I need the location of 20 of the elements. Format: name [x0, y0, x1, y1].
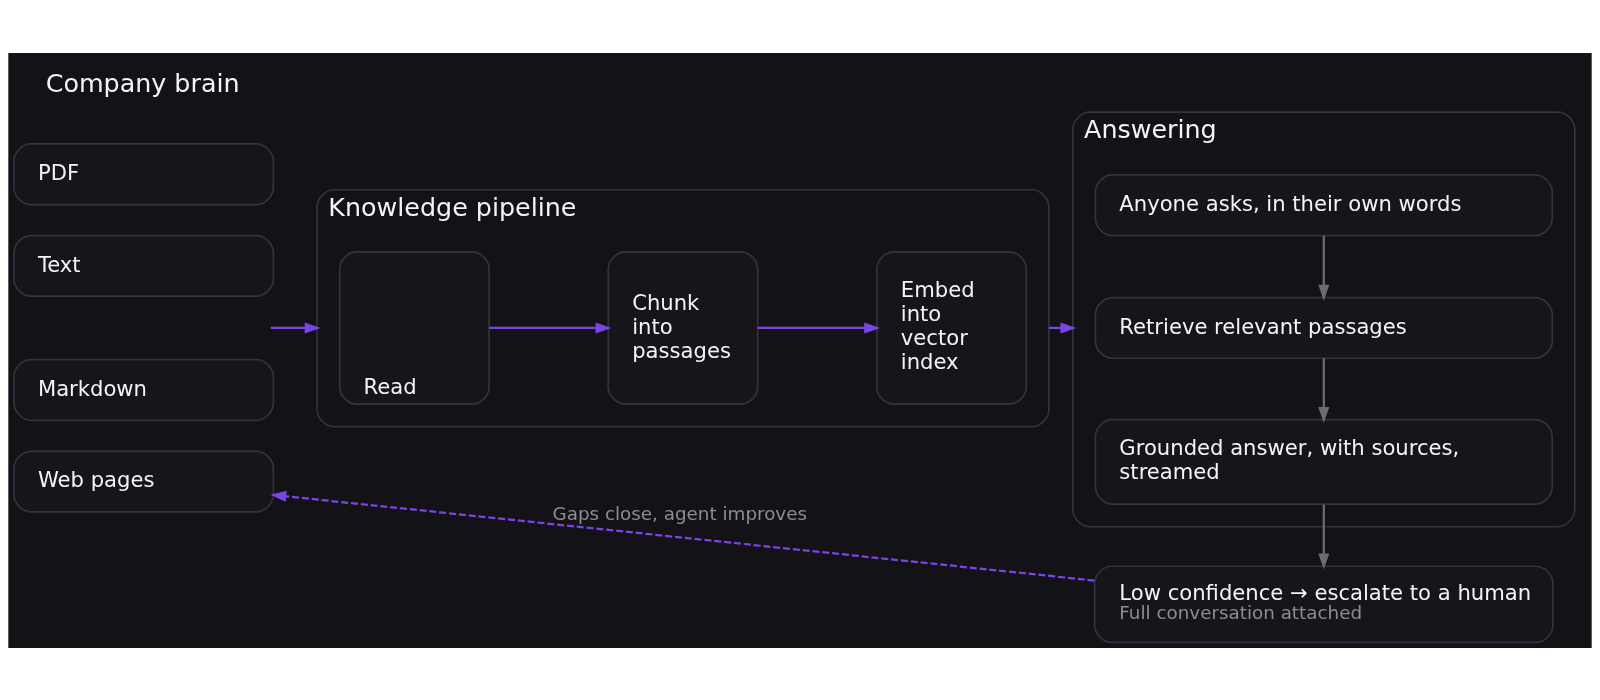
node-box: PDF [13, 142, 275, 205]
arrow [1318, 504, 1330, 569]
arrow [757, 321, 881, 333]
node-box: Anyone asks, in their own words [1094, 173, 1554, 236]
arrow [270, 321, 321, 333]
node-box: Grounded answer, with sources, streamed [1094, 418, 1554, 505]
node-box: Embed into vector index [876, 250, 1028, 405]
arrow [1318, 357, 1330, 423]
node-box: Markdown [13, 358, 275, 421]
arrow [270, 490, 1095, 582]
node-box: Web pages [13, 449, 275, 513]
node-box: Read [338, 250, 490, 405]
node-box: Low confidence → escalate to a human Full conversation attached [1093, 564, 1554, 643]
edge-label: Gaps close, agent improves [552, 502, 808, 524]
node-box: Retrieve relevant passages [1094, 296, 1554, 359]
node-box: Text [13, 234, 275, 297]
node-box: Chunk into passages [607, 250, 759, 405]
label: Company brain [45, 67, 240, 98]
arrow [1318, 235, 1330, 301]
arrow [489, 321, 612, 333]
